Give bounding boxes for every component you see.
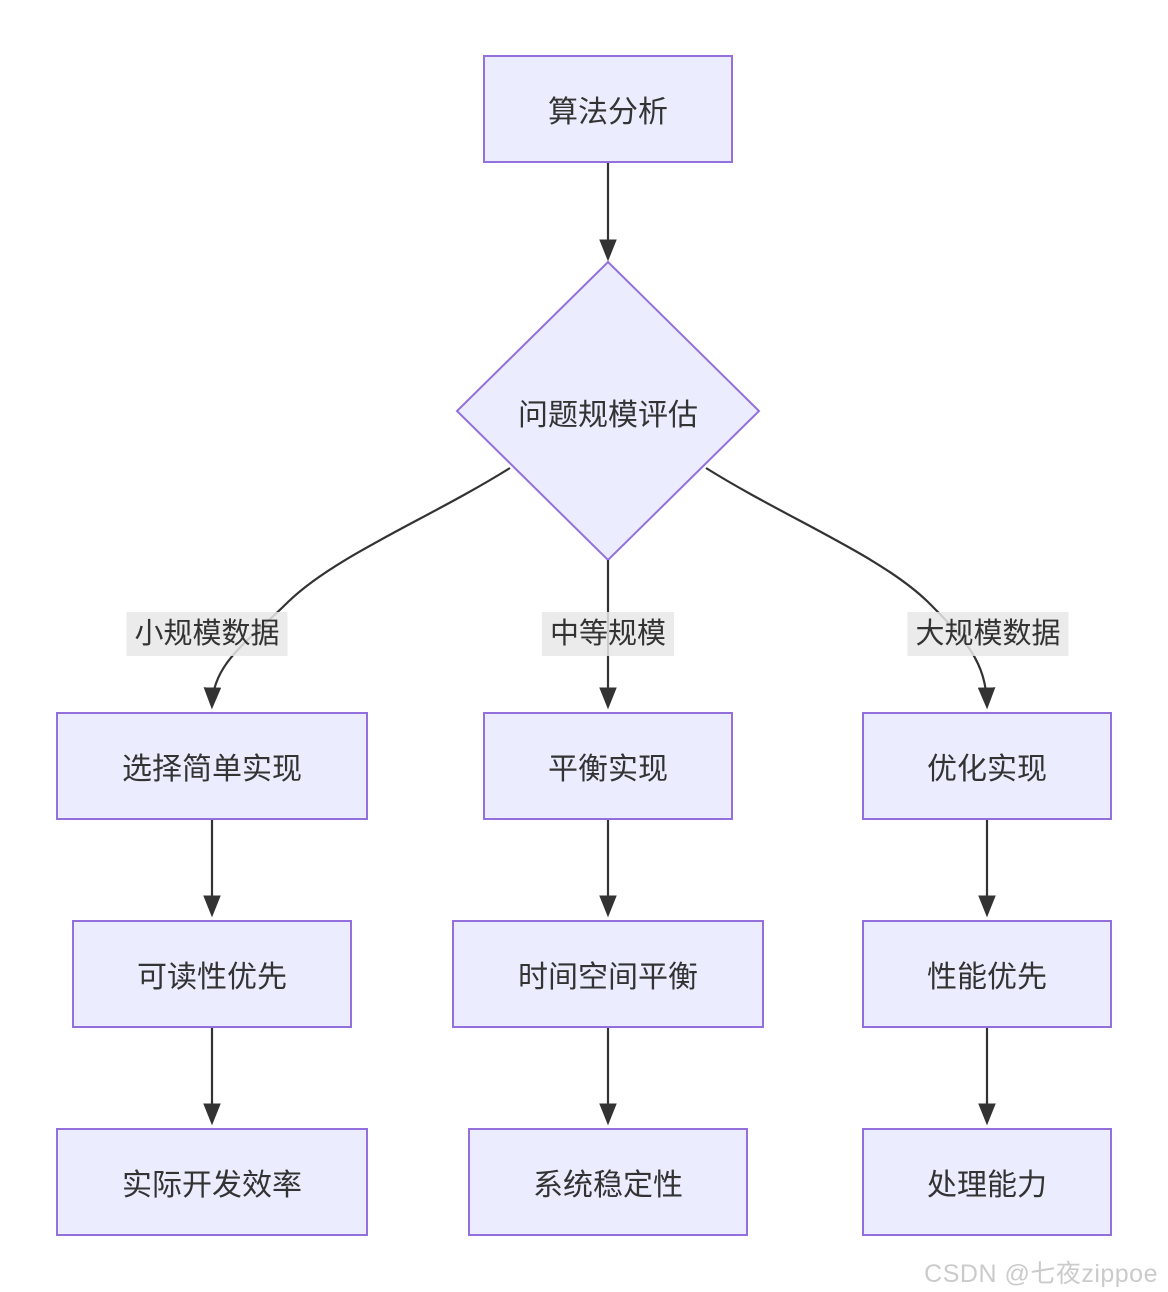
edge-decision-to-small-impl (203, 467, 511, 710)
node-large-outcome: 处理能力 (862, 1128, 1112, 1236)
node-small-implementation: 选择简单实现 (56, 712, 368, 820)
watermark-text: CSDN @七夜zippoe (924, 1260, 1158, 1288)
node-large-implementation: 优化实现 (862, 712, 1112, 820)
node-medium-outcome: 系统稳定性 (468, 1128, 748, 1236)
node-small-priority: 可读性优先 (72, 920, 352, 1028)
node-medium-implementation: 平衡实现 (483, 712, 733, 820)
node-start: 算法分析 (483, 55, 733, 163)
edge-decision-to-large-impl (705, 467, 996, 710)
node-small-outcome: 实际开发效率 (56, 1128, 368, 1236)
edge-label-small: 小规模数据 (126, 612, 288, 656)
node-medium-priority: 时间空间平衡 (452, 920, 764, 1028)
edge-label-large: 大规模数据 (907, 612, 1069, 656)
node-large-priority: 性能优先 (862, 920, 1112, 1028)
node-decision-label: 问题规模评估 (518, 399, 698, 432)
edge-label-medium: 中等规模 (541, 612, 675, 656)
